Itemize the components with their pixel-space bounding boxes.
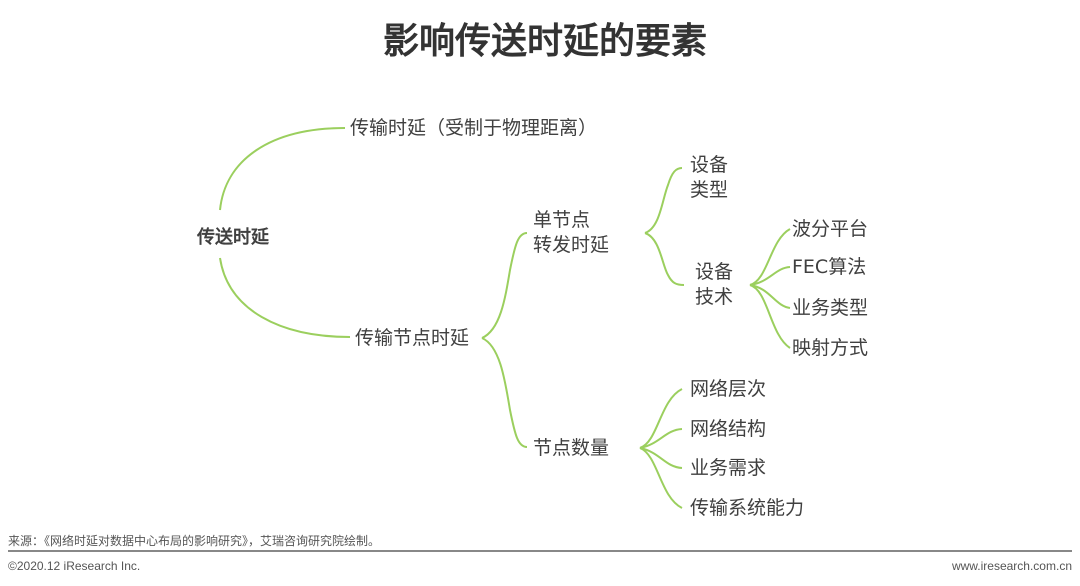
leaf-count: 传输系统能力 bbox=[690, 497, 805, 519]
leaf-tech: 波分平台 bbox=[792, 218, 869, 240]
connector-tech-4 bbox=[749, 284, 791, 349]
website-link[interactable]: www.iresearch.com.cn bbox=[951, 559, 1072, 573]
leaf-count: 网络结构 bbox=[690, 418, 767, 440]
node-node-count: 节点数量 bbox=[533, 437, 610, 459]
connector-tech-2 bbox=[749, 266, 791, 286]
connector-count-2 bbox=[639, 428, 683, 449]
root-node: 传送时延 bbox=[197, 227, 269, 248]
leaf-tech: 映射方式 bbox=[792, 337, 869, 359]
connector-root-node bbox=[219, 257, 351, 338]
leaf-count: 网络层次 bbox=[690, 378, 767, 400]
node-device-type-line1: 设备 bbox=[690, 154, 729, 176]
diagram-title: 影响传送时延的要素 bbox=[382, 21, 707, 62]
leaf-tech: FEC算法 bbox=[792, 256, 867, 278]
node-device-tech-line2: 技术 bbox=[695, 286, 734, 308]
node-single-node-line2: 转发时延 bbox=[533, 234, 610, 256]
connector-count-3 bbox=[639, 447, 683, 469]
connector-single-type bbox=[644, 167, 683, 234]
node-device-type-line2: 类型 bbox=[690, 179, 729, 201]
connector-single-tech bbox=[644, 232, 685, 286]
connector-root-transmission bbox=[219, 127, 346, 211]
node-single-node-line1: 单节点 bbox=[533, 209, 591, 231]
connector-node-count bbox=[481, 337, 528, 448]
node-transmission-delay: 传输时延（受制于物理距离） bbox=[350, 117, 598, 139]
connector-count-4 bbox=[639, 447, 683, 509]
copyright: ©2020.12 iResearch Inc. bbox=[8, 559, 141, 573]
leaf-count: 业务需求 bbox=[690, 457, 767, 479]
connector-node-single bbox=[481, 232, 528, 339]
leaf-tech: 业务类型 bbox=[792, 297, 869, 319]
footer-divider bbox=[8, 550, 1072, 552]
connector-tech-1 bbox=[749, 228, 791, 286]
source-note: 来源：《网络时延对数据中心布局的影响研究》，艾瑞咨询研究院绘制。 bbox=[8, 534, 381, 548]
node-device-tech-line1: 设备 bbox=[695, 261, 734, 283]
connector-count-1 bbox=[639, 388, 683, 449]
node-transport-node-delay: 传输节点时延 bbox=[355, 327, 470, 349]
